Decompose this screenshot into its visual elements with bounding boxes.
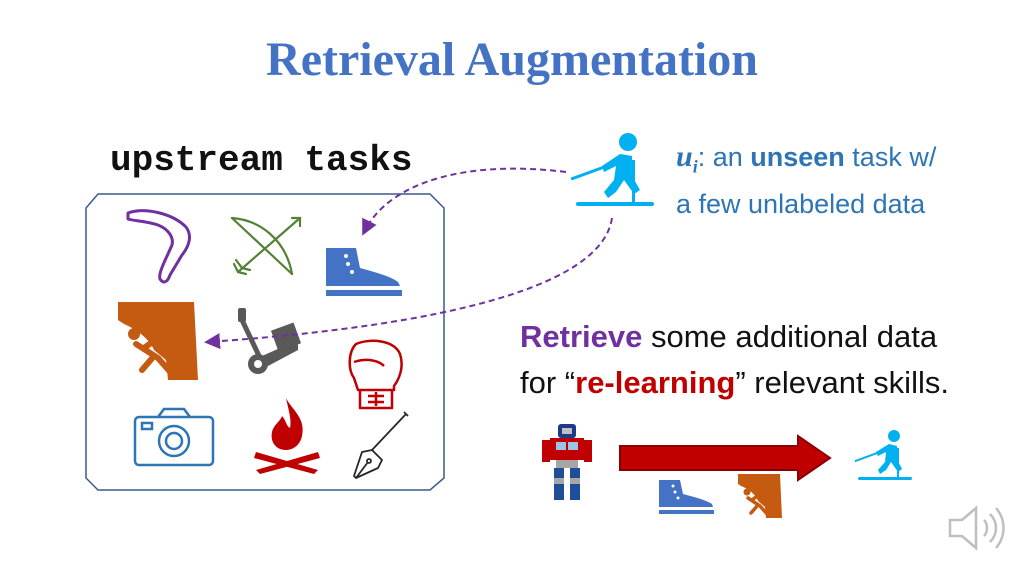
campfire-icon (254, 398, 320, 474)
unseen-task-line-1: ui: an unseen task w/ (676, 138, 936, 185)
speaker-icon[interactable] (944, 502, 1008, 554)
unseen-task-description: ui: an unseen task w/ a few unlabeled da… (676, 138, 936, 223)
retrieve-line-2: for “re-learning” relevant skills. (520, 360, 949, 406)
retrieve-description: Retrieve some additional data for “re-le… (520, 314, 949, 406)
retrieve-word: Retrieve (520, 319, 643, 354)
upstream-tasks-label: upstream tasks (110, 140, 413, 181)
retrieve-line1-rest: some additional data (642, 319, 938, 354)
bow-and-arrow-icon (230, 216, 302, 276)
cross-country-skier-icon (570, 133, 654, 206)
dashed-arrow-to-climbing (204, 217, 613, 350)
relearning-word: re-learning (575, 365, 736, 400)
task-symbol: u (676, 140, 693, 173)
robot-icon (542, 424, 592, 500)
retrieve-line2-pre: for “ (520, 365, 576, 400)
hand-truck-icon (238, 308, 302, 374)
right-arrow-icon (619, 434, 832, 482)
camera-icon (133, 407, 215, 467)
boxing-glove-icon (348, 339, 403, 410)
task-colon: : (697, 142, 706, 172)
unseen-word: unseen (750, 142, 845, 172)
task-subscript: i (692, 156, 698, 177)
retrieve-line-1: Retrieve some additional data (520, 314, 949, 360)
upstream-tasks-box (85, 193, 445, 491)
dashed-arrow-to-boot (362, 167, 567, 236)
rock-climbing-icon (118, 302, 198, 380)
hiking-boot-small-icon (659, 480, 714, 514)
rock-climbing-small-icon (738, 474, 782, 518)
retrieve-line2-post: ” relevant skills. (735, 365, 949, 400)
unseen-line1-post: task w/ (844, 142, 937, 172)
cross-country-skier-small-icon (854, 430, 912, 480)
unseen-line1-pre: an (705, 142, 751, 172)
fountain-pen-icon (353, 411, 409, 479)
hiking-boot-icon (326, 248, 402, 296)
boomerang-icon (126, 209, 191, 284)
slide-title: Retrieval Augmentation (266, 33, 758, 86)
unseen-task-line-2: a few unlabeled data (676, 189, 926, 220)
